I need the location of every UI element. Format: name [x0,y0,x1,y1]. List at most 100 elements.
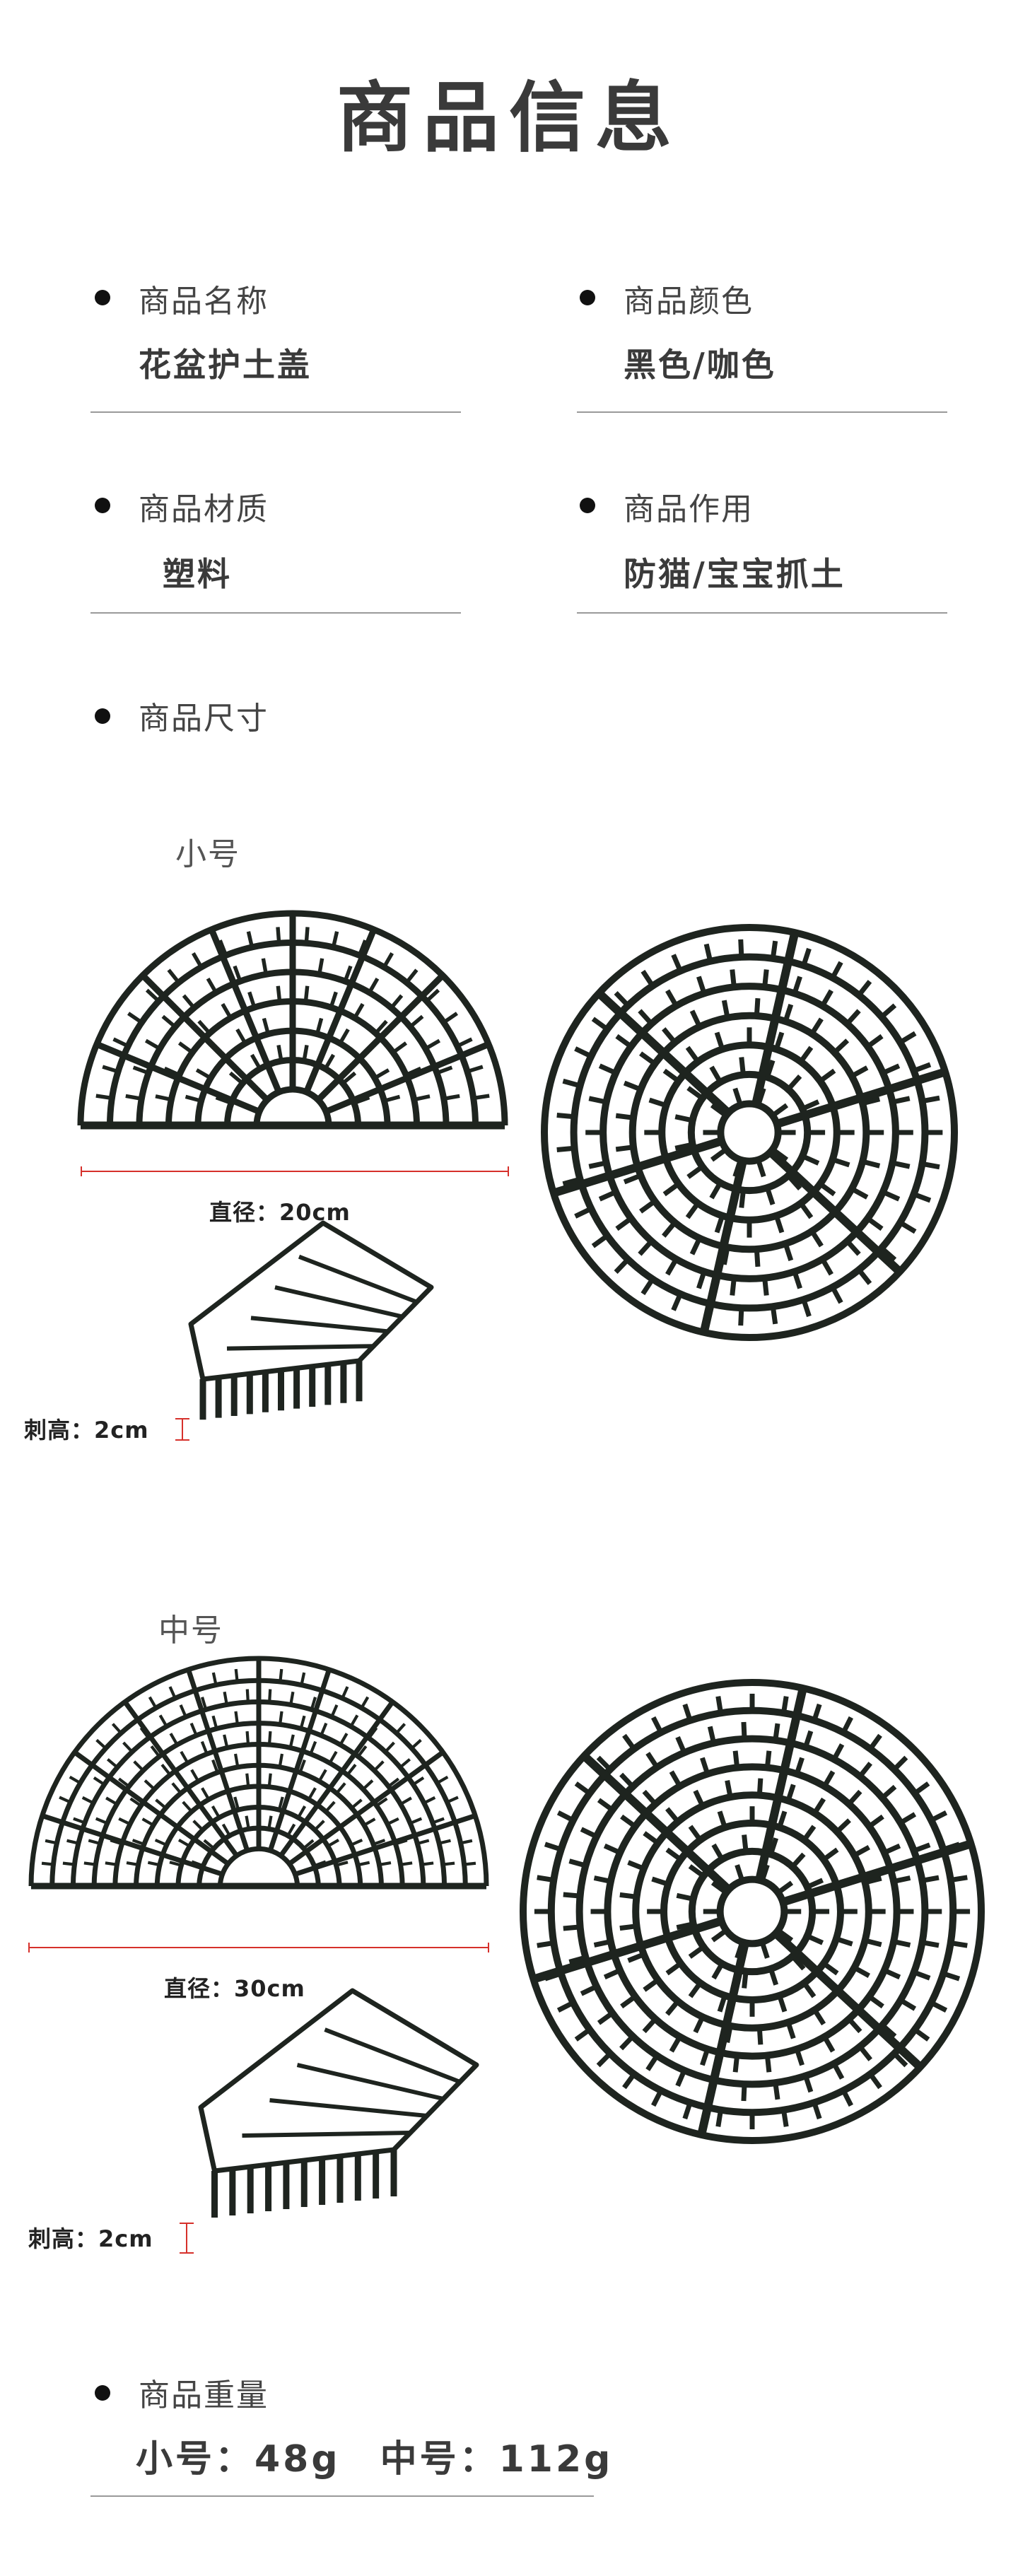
med-full-tick [868,2072,882,2090]
small-full-tick [899,1031,917,1045]
divider [577,411,947,413]
med-full-tick [688,1864,706,1878]
med-full-tick [651,2089,664,2107]
med-semi-tick [341,1686,349,1698]
med-full-tick [725,1780,733,1798]
small-wedge-outline [188,1220,434,1382]
small-full-tick [721,1246,730,1265]
med-full-tick [568,1858,587,1868]
med-semi-tick [379,1709,389,1720]
med-semi-tick [141,1817,153,1827]
med-full-tick [651,1716,664,1734]
med-full-spoke [581,1752,732,1893]
small-full-tick [830,1286,843,1304]
diameter-cap [81,1166,82,1176]
med-full-tick [711,1843,725,1861]
small-full-tick [792,1270,802,1289]
small-full-tick [771,1103,789,1118]
med-semi-tick [350,1714,359,1726]
med-full-tick [776,1928,794,1943]
med-full-tick [715,1696,723,1714]
med-semi-tick [267,1773,272,1786]
diameter-cap [28,1943,30,1953]
small-full-tick [913,1192,932,1203]
med-semi-tick [268,1731,272,1743]
med-semi-spoke [122,1700,238,1856]
small-full-tick [792,976,802,995]
small-wedge-rib [274,1285,403,1319]
med-full-tick [776,1880,794,1895]
med-semi-tick [139,1727,149,1738]
med-semi-tick [190,1769,199,1781]
med-semi-tick [81,1756,93,1766]
med-semi-tick [267,1815,273,1828]
med-semi-tick [318,1769,327,1781]
med-full-tick [921,1940,940,1948]
med-full-tick [700,2048,710,2066]
med-semi-tick [179,1704,187,1716]
med-semi-tick [308,1787,317,1799]
small-full-tick [714,1031,725,1050]
small-full-tick [831,1157,850,1168]
med-semi-tick [447,1796,459,1804]
med-semi-spoke [186,1668,250,1851]
small-semi-tick [443,1094,460,1101]
med-full-tick [735,1941,745,1959]
small-semi-tick [167,968,180,984]
med-semi-tick [433,1817,445,1825]
small-full-tick [845,1009,861,1026]
small-semi-tick [177,1041,194,1055]
med-full-tick [676,1921,694,1931]
med-semi-tick [331,1704,339,1716]
small-semi-spoke [209,928,282,1094]
small-full-tick [674,1114,694,1123]
med-full-tick [913,2027,930,2042]
small-full-tick [819,1181,836,1197]
med-semi-tick [314,1860,327,1868]
med-full-tick [835,1989,851,2005]
med-semi-tick [211,1715,218,1728]
med-semi-tick [200,1740,208,1753]
small-full-tick [574,1206,592,1219]
small-full-tick [732,1159,743,1178]
small-full-tick [598,1063,617,1076]
small-full-tick [786,1075,802,1091]
med-full-tick [806,1933,824,1945]
med-full-ring [716,1875,788,1948]
small-full-tick [671,1293,683,1311]
small-full-tick [574,1046,592,1059]
med-semi-tick [211,1805,220,1817]
med-full-tick [790,1852,806,1869]
small-full-tick [756,1159,766,1178]
small-semi-tick [276,985,282,1002]
med-semi-tick [417,1839,430,1845]
small-full-tick [562,1078,581,1089]
bullet-dot [95,498,110,513]
small-semi-tick [197,1019,211,1035]
bullet-dot [95,2385,110,2401]
med-full-tick [732,2055,740,2073]
med-full-tick [831,2062,845,2080]
med-full-tick [847,2017,862,2034]
med-full-ring [520,1679,985,2144]
med-wedge-rib [242,2131,411,2138]
med-semi-tick [105,1861,117,1866]
med-semi-spoke [268,1668,332,1851]
small-semi-tick [144,1038,161,1050]
med-full-tick [597,2010,614,2025]
small-full-spoke [699,1159,747,1334]
med-semi-tick [358,1861,370,1867]
med-wedge-outline [198,1988,479,2174]
small-full-tick [809,1017,824,1036]
small-full-tick [648,1157,667,1168]
small-semi-tick [302,1044,309,1062]
small-full-tick [623,1173,642,1185]
small-full-tick [921,1161,940,1170]
med-full-tick [574,1781,592,1796]
small-full-tick [831,1097,850,1108]
small-full-tick [662,1221,677,1238]
med-semi-tick [50,1817,63,1824]
small-full-tick [689,1009,702,1028]
med-full-tick [665,1999,680,2016]
med-full-tick [892,2051,908,2068]
